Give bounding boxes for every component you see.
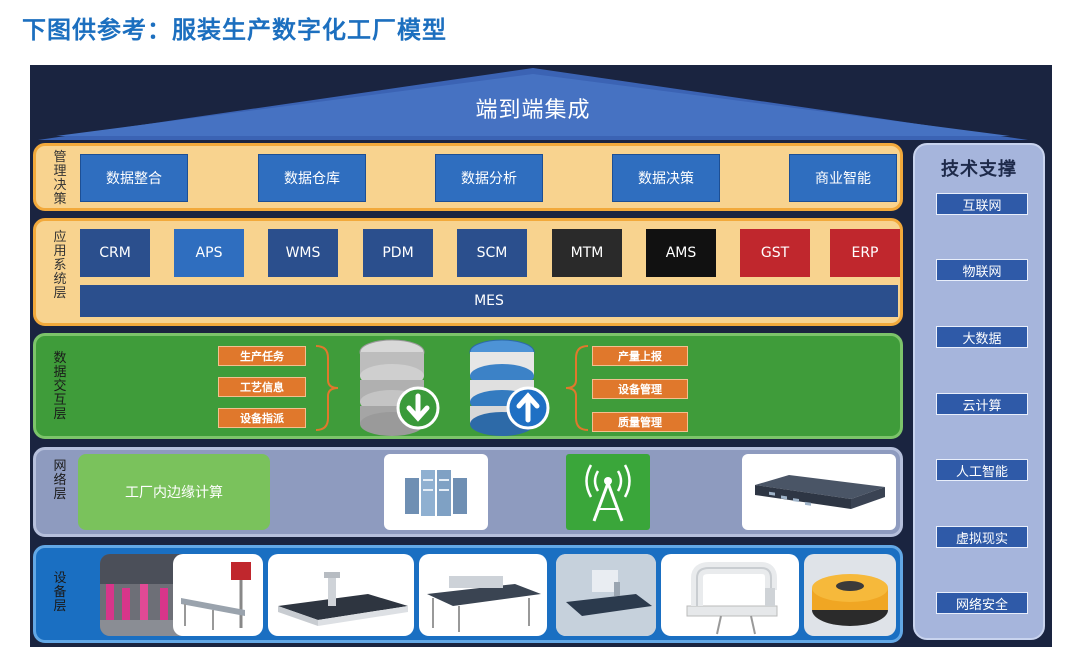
cutting-machine-photo [268,554,414,636]
application-layer: 应用系统层 CRM APS WMS PDM SCM MTM AMS GST ER… [33,218,903,326]
database-upload-icon [469,339,550,436]
management-layer-label: 管理决策 [53,150,67,207]
edge-computing-box[interactable]: 工厂内边缘计算 [78,454,270,530]
mgmt-item-business-intelligence[interactable]: 商业智能 [789,154,897,202]
tag-equipment-management: 设备管理 [592,379,688,399]
tech-iot[interactable]: 物联网 [936,259,1028,281]
app-ams[interactable]: AMS [646,229,716,277]
app-aps[interactable]: APS [174,229,244,277]
app-pdm[interactable]: PDM [363,229,433,277]
network-switch-icon [755,475,885,509]
server-rack-icon [405,470,467,516]
roof-label: 端到端集成 [475,98,591,123]
tag-equipment-assignment: 设备指派 [218,408,306,428]
page-title: 下图供参考：服装生产数字化工厂模型 [22,16,447,44]
mgmt-item-data-decision[interactable]: 数据决策 [612,154,720,202]
left-brace-icon [315,345,339,431]
app-erp[interactable]: ERP [830,229,900,277]
tech-cloud-computing[interactable]: 云计算 [936,393,1028,415]
app-scm[interactable]: SCM [457,229,527,277]
data-exchange-layer-label: 数据交互层 [53,351,67,422]
hanging-conveyor-photo [173,554,263,636]
tech-artificial-intelligence[interactable]: 人工智能 [936,459,1028,481]
application-layer-label: 应用系统层 [53,230,67,301]
app-mtm[interactable]: MTM [552,229,622,277]
right-brace-icon [565,345,589,431]
app-mes[interactable]: MES [80,285,898,317]
tag-quality-management: 质量管理 [592,412,688,432]
wireless-tower-icon [585,464,631,522]
network-layer-label: 网络层 [53,459,67,502]
management-layer: 管理决策 数据整合 数据仓库 数据分析 数据决策 商业智能 [33,143,903,211]
app-gst[interactable]: GST [740,229,810,277]
server-rack-card [384,454,488,530]
app-crm[interactable]: CRM [80,229,150,277]
database-download-icon [359,339,440,436]
network-layer: 网络层 工厂内边缘计算 [33,447,903,537]
mgmt-item-data-integration[interactable]: 数据整合 [80,154,188,202]
network-switch-card [742,454,896,530]
tag-output-report: 产量上报 [592,346,688,366]
template-sewing-machine-photo [556,554,656,636]
tech-big-data[interactable]: 大数据 [936,326,1028,348]
wireless-tower-card [566,454,650,530]
spreading-machine-photo [419,554,547,636]
device-layer-label: 设备层 [53,571,67,614]
tech-network-security[interactable]: 网络安全 [936,592,1028,614]
app-wms[interactable]: WMS [268,229,338,277]
roof-triangle [38,68,1028,140]
agv-robot-photo [804,554,896,636]
tech-support-column: 技术支撑 互联网 物联网 大数据 云计算 人工智能 虚拟现实 网络安全 [913,143,1045,640]
tech-virtual-reality[interactable]: 虚拟现实 [936,526,1028,548]
tech-internet[interactable]: 互联网 [936,193,1028,215]
mgmt-item-data-warehouse[interactable]: 数据仓库 [258,154,366,202]
tech-support-title: 技术支撑 [941,159,1017,180]
mgmt-item-data-analysis[interactable]: 数据分析 [435,154,543,202]
device-layer: 设备层 [33,545,903,643]
data-exchange-layer: 数据交互层 生产任务 工艺信息 设备指派 产量上报 设备管理 质量管理 [33,333,903,439]
tag-production-task: 生产任务 [218,346,306,366]
tag-process-info: 工艺信息 [218,377,306,397]
industrial-sewing-machine-photo [661,554,799,636]
